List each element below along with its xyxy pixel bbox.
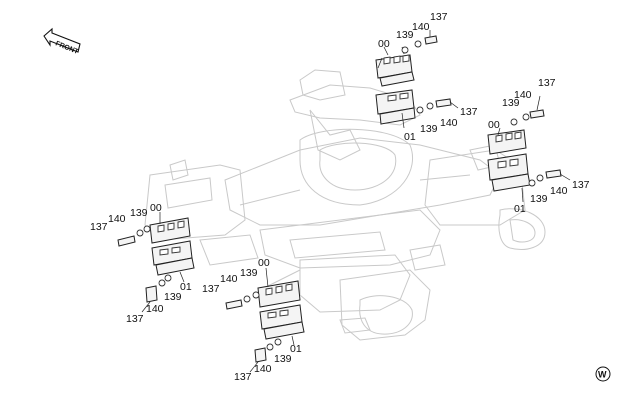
clamp-assembly-left-upper: 00 139 140 137 [90, 202, 191, 247]
clamp-assembly-right-lower: 01 139 140 137 [487, 153, 590, 215]
lock-washer-icon [426, 102, 434, 110]
bolt-icon [117, 235, 136, 247]
lock-washer-icon [522, 113, 530, 121]
washer-icon [401, 46, 409, 54]
callout-137: 137 [234, 371, 252, 383]
callout-139: 139 [130, 207, 148, 219]
callout-137: 137 [90, 221, 108, 233]
clamp-assembly-bottom-lower: 01 139 140 137 [234, 304, 305, 383]
callout-139: 139 [420, 123, 438, 135]
callout-01: 01 [404, 131, 416, 143]
clamp-assembly-bottom-upper: 00 139 140 137 [202, 257, 301, 310]
clamp-assembly-top-lower: 01 139 140 137 [375, 89, 478, 143]
clamp-assembly-right-upper: 00 139 140 137 [487, 77, 556, 155]
clamp-assembly-left-lower: 01 139 140 137 [126, 240, 195, 325]
bolt-icon [225, 299, 243, 310]
bolt-icon [435, 98, 452, 108]
callout-140: 140 [550, 185, 568, 197]
callout-140: 140 [412, 21, 430, 33]
callout-137: 137 [126, 313, 144, 325]
callout-137: 137 [572, 179, 590, 191]
washer-icon [528, 179, 536, 187]
callout-137: 137 [202, 283, 220, 295]
callout-139: 139 [396, 29, 414, 41]
lock-washer-icon [536, 174, 544, 182]
callout-01: 01 [180, 281, 192, 293]
callout-140: 140 [440, 117, 458, 129]
washer-icon [164, 274, 172, 282]
washer-icon [510, 118, 518, 126]
callout-00: 00 [150, 202, 162, 214]
washer-icon [252, 291, 260, 299]
callout-140: 140 [146, 303, 164, 315]
bolt-icon [254, 347, 267, 363]
callout-137: 137 [460, 106, 478, 118]
frame-ghost-outline [144, 69, 546, 341]
callout-139: 139 [502, 97, 520, 109]
bolt-icon [529, 109, 545, 119]
bolt-icon [545, 169, 562, 179]
callout-139: 139 [274, 353, 292, 365]
watermark-w-icon: W [595, 366, 611, 382]
lock-washer-icon [158, 279, 166, 287]
lock-washer-icon [266, 343, 274, 351]
callout-139: 139 [240, 267, 258, 279]
callout-140: 140 [514, 89, 532, 101]
callout-00: 00 [378, 38, 390, 50]
lock-washer-icon [136, 229, 144, 237]
washer-icon [143, 225, 151, 233]
callout-137: 137 [430, 11, 448, 23]
callout-139: 139 [164, 291, 182, 303]
callout-140: 140 [254, 363, 272, 375]
bolt-icon [424, 35, 438, 45]
callout-140: 140 [220, 273, 238, 285]
washer-icon [416, 106, 424, 114]
lock-washer-icon [414, 40, 422, 48]
callout-00: 00 [488, 119, 500, 131]
clamp-assembly-top-upper: 00 139 140 137 [375, 11, 448, 87]
callout-140: 140 [108, 213, 126, 225]
callout-01: 01 [290, 343, 302, 355]
callout-00: 00 [258, 257, 270, 269]
callout-137: 137 [538, 77, 556, 89]
watermark-symbol: W [598, 370, 607, 380]
lock-washer-icon [243, 295, 251, 303]
front-arrow-icon: FRONT [43, 27, 81, 56]
callout-139: 139 [530, 193, 548, 205]
washer-icon [274, 338, 282, 346]
callout-01: 01 [514, 203, 526, 215]
bolt-icon [145, 285, 158, 303]
